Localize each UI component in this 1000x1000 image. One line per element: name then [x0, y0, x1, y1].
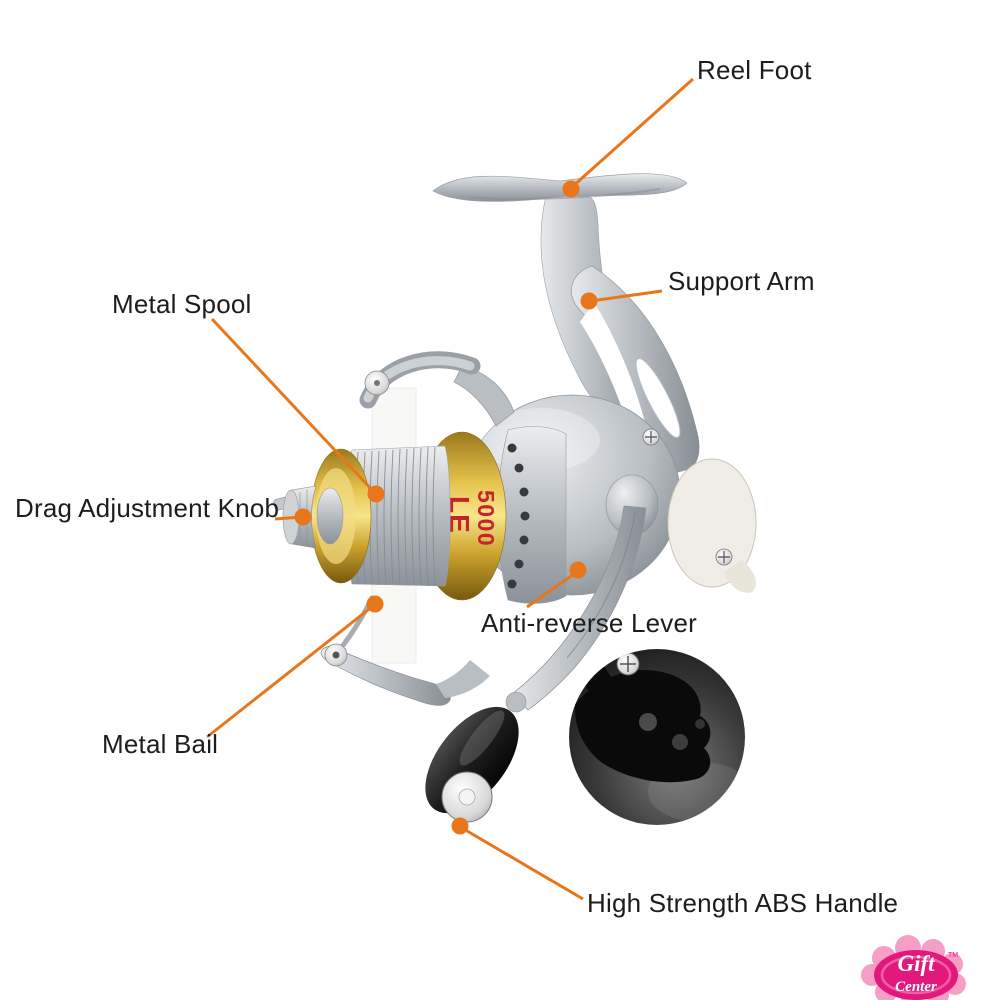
metal-spool-shape — [344, 445, 451, 587]
bail-top-piece — [359, 351, 515, 427]
label-abs-handle: High Strength ABS Handle — [587, 888, 899, 918]
abs-handle-grip — [425, 706, 519, 823]
anti-reverse-inset — [569, 649, 745, 825]
logo-text-line1: Gift — [897, 951, 935, 976]
label-metal-bail: Metal Bail — [102, 729, 219, 759]
label-support-arm: Support Arm — [668, 266, 815, 296]
body-screw-bottom — [715, 548, 733, 566]
logo-tm: TM — [948, 952, 958, 959]
leader-reel-foot — [571, 77, 694, 189]
callout-dot-abs-handle — [451, 817, 469, 835]
label-metal-spool: Metal Spool — [112, 289, 252, 319]
leader-lines — [206, 77, 694, 901]
metal-bail-shape — [320, 595, 490, 706]
callout-dot-drag-knob — [294, 508, 312, 526]
leader-support-arm — [590, 289, 663, 303]
logo-center-blob — [874, 950, 958, 1000]
callout-dot-reel-foot — [562, 180, 580, 198]
logo-text-line2: Center — [895, 979, 937, 995]
rotor-shape — [497, 426, 567, 604]
label-reel-foot: Reel Foot — [697, 55, 812, 85]
support-arm-shape — [571, 265, 700, 479]
callout-dot-anti-reverse — [569, 561, 587, 579]
reel-foot-shape — [432, 173, 688, 202]
leader-metal-bail — [206, 604, 374, 739]
callout-dot-support-arm — [580, 292, 598, 310]
reel-size-marking: 5000 — [473, 490, 499, 547]
label-anti-reverse-lever: Anti-reverse Lever — [481, 608, 698, 638]
leader-metal-spool — [210, 317, 377, 495]
leader-abs-handle — [461, 826, 584, 901]
rotor-holes — [507, 443, 530, 589]
callout-dot-metal-spool — [367, 485, 385, 503]
handle-arm-shape — [505, 474, 659, 713]
leader-anti-reverse — [526, 570, 578, 609]
callout-dots — [294, 180, 598, 835]
spool-front-flange — [310, 448, 372, 584]
gift-center-logo: Gift Center TM — [861, 935, 966, 1000]
label-drag-adjustment-knob: Drag Adjustment Knob — [15, 493, 280, 523]
callout-dot-metal-bail — [366, 595, 384, 613]
body-screw-top — [642, 428, 660, 446]
